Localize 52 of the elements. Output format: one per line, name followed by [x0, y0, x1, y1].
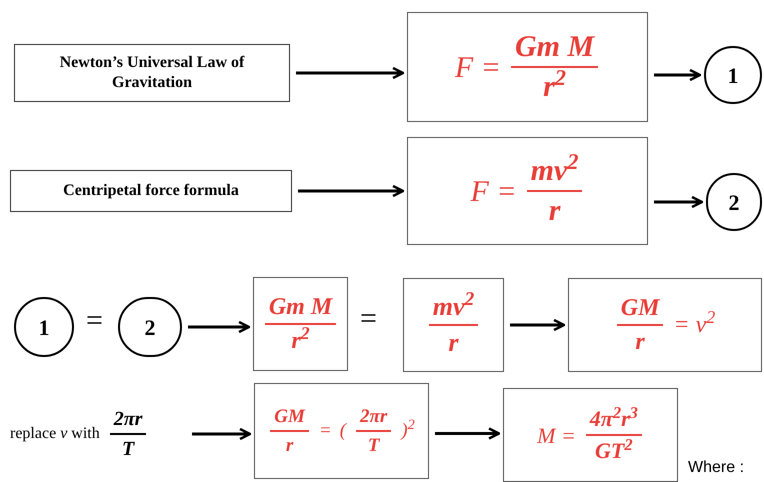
formula-term: =	[318, 418, 333, 443]
fraction-denominator: T	[368, 434, 380, 455]
fraction-numerator: 2πr	[356, 407, 392, 432]
fraction-numerator: Gm M	[510, 32, 598, 68]
fraction-denominator: r	[448, 327, 459, 356]
fraction-denominator: r$^{2}$	[291, 325, 310, 353]
note-text: Where :	[688, 460, 744, 476]
formula-term: F =	[454, 50, 502, 86]
equals-sign: =	[86, 306, 103, 336]
arrow	[654, 196, 704, 208]
fraction-denominator: T	[122, 437, 134, 459]
box-title: Newton’s Universal Law of Gravitation	[58, 53, 246, 93]
formula-box	[568, 278, 762, 372]
formula-box	[254, 383, 429, 479]
label-box	[14, 44, 290, 102]
fraction-denominator: r	[548, 193, 560, 226]
fraction-denominator: r	[286, 434, 294, 455]
arrow	[296, 66, 404, 80]
circle-number: 2	[728, 188, 740, 216]
formula-term: = v$^{2}$	[672, 307, 716, 340]
label-box	[10, 170, 292, 212]
formula-term: (	[338, 418, 348, 443]
fraction-numerator: 2πr	[110, 409, 146, 435]
fraction-numerator: GM	[616, 296, 664, 326]
arrow	[192, 428, 252, 440]
arrow	[298, 184, 404, 198]
box-title: Centripetal force formula	[63, 181, 239, 201]
fraction-denominator: r$^{2}$	[543, 68, 566, 102]
formula-box	[403, 278, 504, 372]
fraction-denominator: r	[635, 328, 645, 354]
arrow	[510, 318, 566, 332]
arrow	[188, 320, 250, 334]
fraction-denominator: GT$^{2}$	[595, 436, 633, 462]
fraction-numerator: 4π$^{2}$r$^{3}$	[586, 408, 642, 436]
equals-sign: =	[360, 304, 377, 334]
formula-box	[407, 137, 648, 245]
instruction-text: replace v with	[9, 424, 101, 444]
formula-box	[503, 388, 678, 482]
fraction-numerator: mv$^{2}$	[526, 156, 582, 192]
formula-term: )$^{2}$	[399, 416, 416, 443]
formula-box	[407, 12, 648, 122]
arrow	[654, 68, 702, 82]
circle-number: 1	[728, 62, 738, 90]
formula-term: F =	[469, 174, 518, 210]
fraction-numerator: GM	[270, 407, 309, 432]
fraction-numerator: mv$^{2}$	[428, 294, 478, 326]
circle-number: 2	[144, 314, 156, 342]
formula-term: M =	[536, 422, 577, 450]
formula-box	[253, 277, 348, 371]
arrow	[435, 427, 500, 440]
fraction-numerator: Gm M	[264, 295, 336, 325]
circle-number: 1	[38, 314, 50, 342]
